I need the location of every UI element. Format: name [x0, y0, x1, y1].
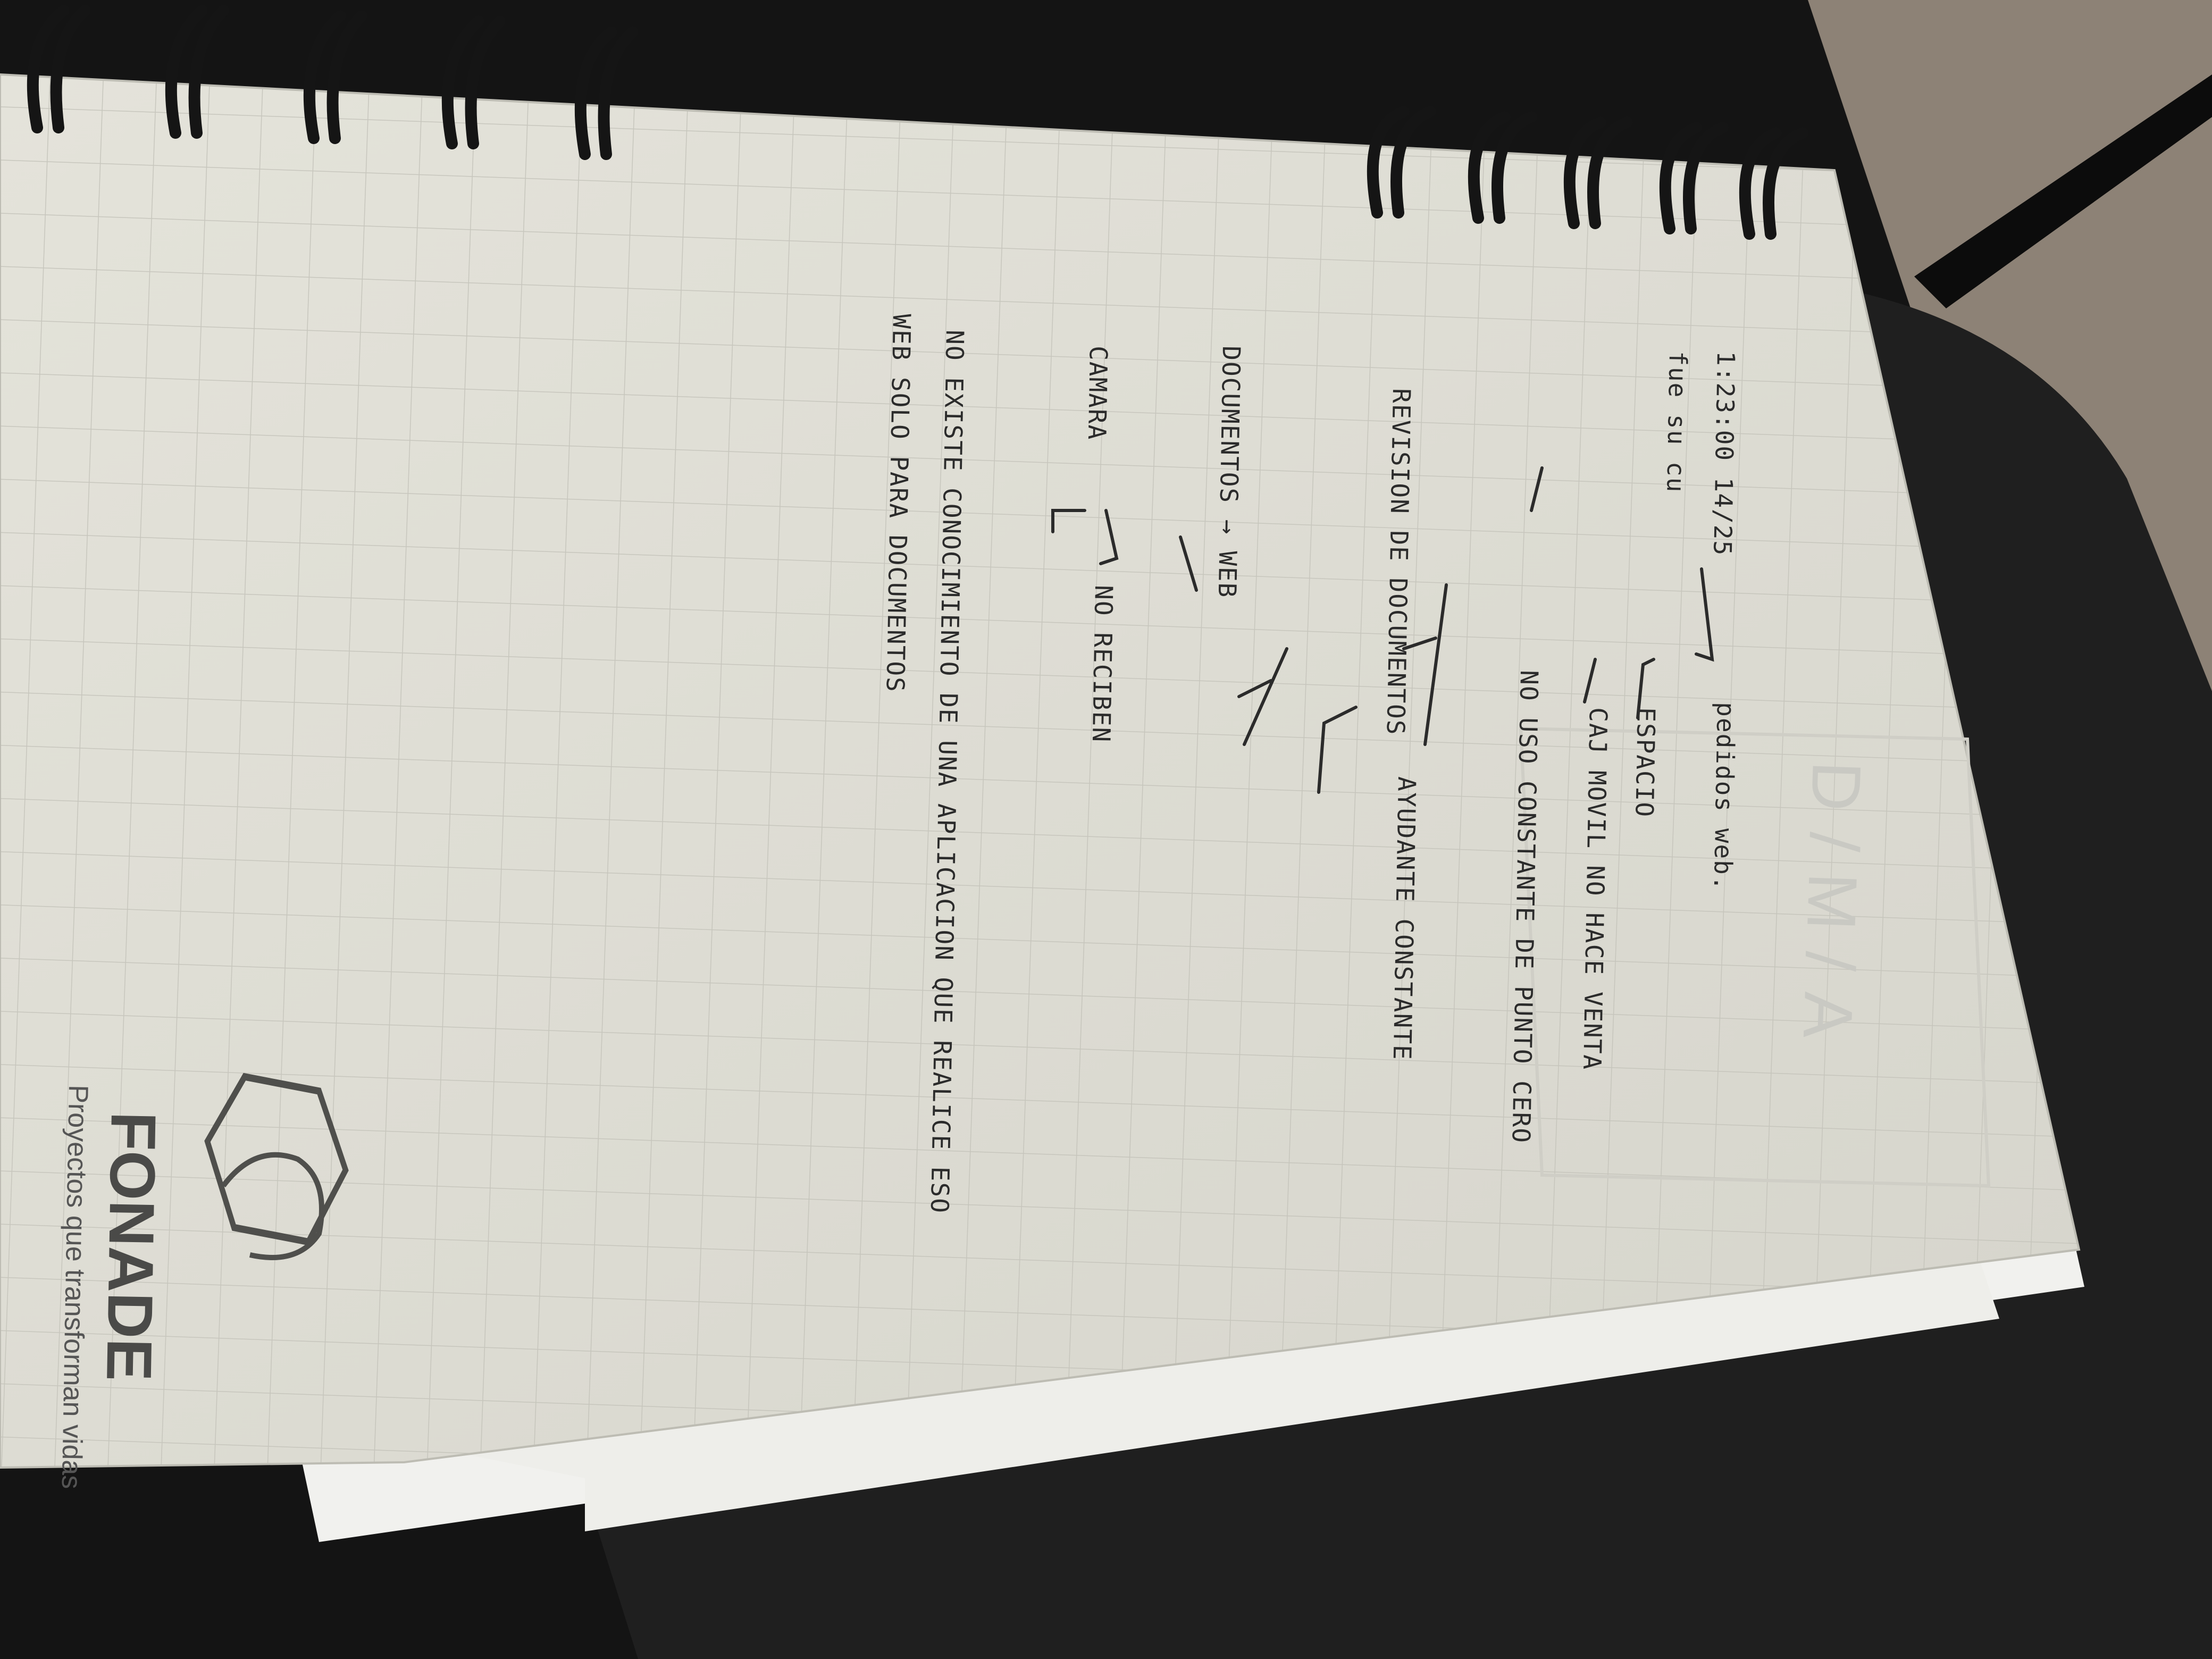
brand-name: FONADE [93, 1111, 169, 1382]
note-line: CAJ MOVIL NO HACE VENTA [1578, 707, 1613, 1071]
note-line: 1:23:00 14/25 [1708, 351, 1740, 557]
note-line: WEB SOLO PARA DOCUMENTOS [881, 314, 916, 693]
note-line: NO RECIBEN [1087, 585, 1118, 743]
hand-icon [221, 1152, 324, 1260]
spiral-binding-right [1367, 106, 1808, 240]
spiral-binding-left [27, 5, 639, 160]
hexagon-icon [204, 1073, 349, 1246]
note-line: ESPACIO [1630, 707, 1661, 818]
note-line: REVISION DE DOCUMENTOS [1381, 388, 1416, 736]
note-line: pedidos web. [1708, 702, 1740, 892]
header-watermark: D/M/A [1788, 760, 1875, 1061]
note-line: CAMARA [1083, 346, 1113, 441]
chair-frame [1914, 74, 2212, 308]
note-line: fue su cu [1661, 351, 1692, 493]
note-line: DOCUMENTOS → WEB [1213, 346, 1246, 599]
note-line: AYUDANTE CONSTANTE [1388, 776, 1421, 1061]
grid [0, 74, 2079, 1468]
hand-drawn-marks [1051, 466, 1714, 794]
brand-tagline: Proyectos que transforman vidas [56, 1085, 94, 1489]
fonade-logo: FONADE Proyectos que transforman vidas [56, 1073, 349, 1489]
